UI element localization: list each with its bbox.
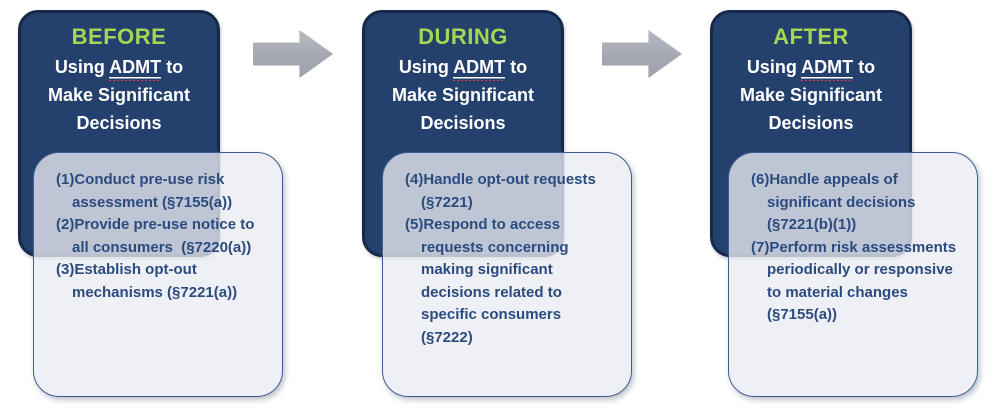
list-item-2: (2)Provide pre-use notice to all consume… [56, 216, 255, 256]
stage-label-during: DURING [418, 24, 508, 49]
subtitle-line-1: Using ADMT to [21, 54, 217, 82]
subtitle-line-3: Decisions [76, 112, 162, 133]
right-arrow-icon [253, 30, 333, 78]
admt-term: ADMT [109, 57, 162, 81]
subtitle-line-2: Make Significant [739, 84, 883, 105]
list-item-1: (1)Conduct pre-use risk assessment (§715… [56, 171, 233, 211]
subtitle-line-2: Make Significant [47, 84, 191, 105]
right-arrow-icon [602, 30, 682, 78]
list-card-after: (6)Handle appeals of significant decisio… [728, 152, 978, 397]
list-item-5: (5)Respond to access requests concerning… [405, 216, 569, 346]
subtitle-pre: Using [746, 57, 797, 77]
subtitle-pre: Using [54, 57, 105, 77]
subtitle-post: to [166, 57, 184, 77]
stage-label-before: BEFORE [71, 24, 167, 49]
subtitle-post: to [510, 57, 528, 77]
subtitle-line-3: Decisions [768, 112, 854, 133]
list-card-before: (1)Conduct pre-use risk assessment (§715… [33, 152, 283, 397]
admt-term: ADMT [801, 57, 854, 81]
subtitle-post: to [858, 57, 876, 77]
subtitle-line-1: Using ADMT to [713, 54, 909, 82]
stage-subtitle-during: Using ADMT to Make Significant Decisions [365, 54, 561, 138]
stage-subtitle-before: Using ADMT to Make Significant Decisions [21, 54, 217, 138]
list-item-4: (4)Handle opt-out requests (§7221) [405, 171, 596, 211]
subtitle-line-1: Using ADMT to [365, 54, 561, 82]
list-card-during: (4)Handle opt-out requests (§7221) (5)Re… [382, 152, 632, 397]
stage-subtitle-after: Using ADMT to Make Significant Decisions [713, 54, 909, 138]
list-item-3: (3)Establish opt-out mechanisms (§7221(a… [56, 261, 238, 301]
list-item-7: (7)Perform risk assessments periodically… [751, 238, 957, 324]
subtitle-pre: Using [398, 57, 449, 77]
list-item-6: (6)Handle appeals of significant decisio… [751, 171, 916, 233]
subtitle-line-3: Decisions [420, 112, 506, 133]
stage-label-after: AFTER [773, 24, 849, 49]
admt-term: ADMT [453, 57, 506, 81]
subtitle-line-2: Make Significant [391, 84, 535, 105]
